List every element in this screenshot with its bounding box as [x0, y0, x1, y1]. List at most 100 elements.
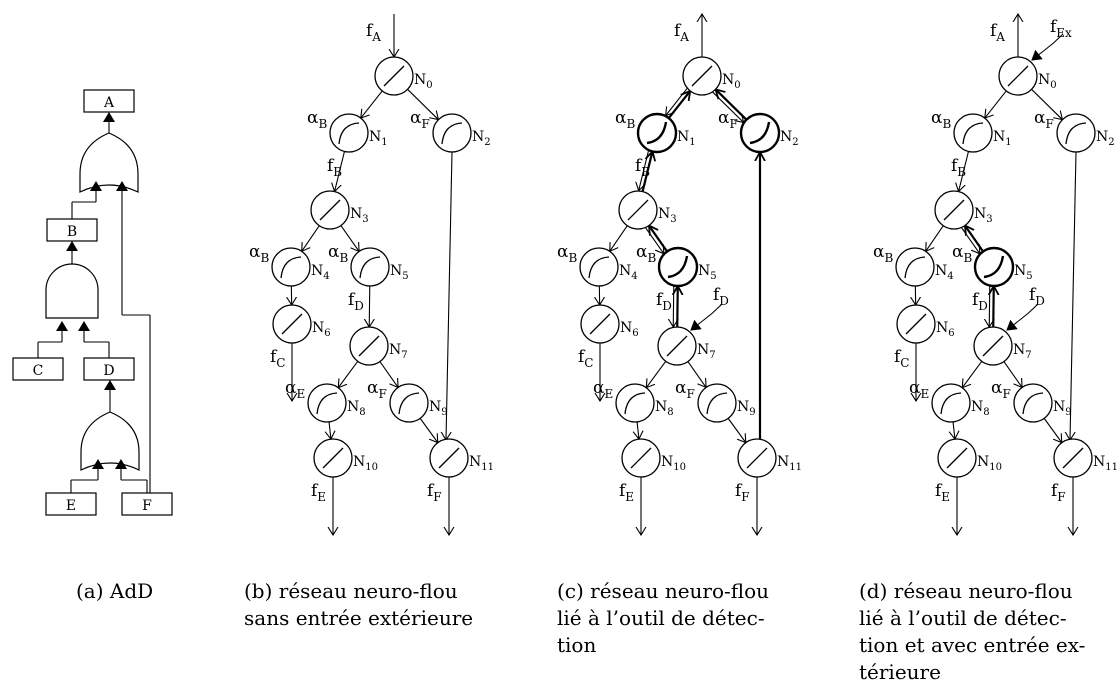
event-label-a: A — [103, 95, 115, 111]
neuron-n1 — [954, 114, 992, 152]
link-n2-n11 — [1070, 152, 1076, 440]
caption-c-line: lié à l’outil de détec- — [557, 605, 769, 632]
event-label-e: E — [66, 498, 76, 514]
label-ab-n1: αB — [931, 108, 951, 131]
link-n7-n8 — [962, 361, 981, 387]
label-ab-n5-sub: B — [339, 251, 348, 265]
label-af-n9: αF — [675, 378, 695, 401]
label-fa-sub: A — [371, 30, 381, 44]
label-af-n9: αF — [367, 378, 387, 401]
link-n3-n4 — [926, 226, 944, 252]
link-n7-n8 — [646, 361, 665, 387]
caption-b-line: (b) réseau neuro-flou — [244, 578, 473, 605]
link-fwd-n3-n5 — [646, 228, 664, 254]
neuron-n4 — [580, 248, 618, 286]
label-fd-sub: D — [354, 299, 364, 313]
link-n0-n1 — [669, 91, 690, 118]
link-n5-n7 — [993, 286, 994, 327]
neuron-label-n10: N10 — [353, 454, 378, 473]
link-fwd-n5-n7 — [989, 286, 990, 327]
label-fd-sub: D — [662, 299, 672, 313]
neuron-n2 — [741, 114, 779, 152]
neuron-n9 — [1014, 384, 1052, 422]
neuron-n5 — [975, 248, 1013, 286]
link-n7-n9 — [1004, 362, 1022, 388]
and-gate — [46, 264, 98, 318]
label-fc-sub: C — [584, 356, 593, 370]
label-af-n2-sub: F — [1045, 117, 1053, 131]
label-ff-sub: F — [433, 490, 441, 504]
neuron-label-n3: N3 — [350, 206, 369, 225]
caption-d-line: (d) réseau neuro-flou — [859, 578, 1085, 605]
neuron-label-n11: N11 — [469, 454, 494, 473]
label-af-n2: αF — [1034, 108, 1054, 131]
label-fd-ext: fD — [713, 285, 729, 308]
link-n9-n11 — [728, 418, 746, 442]
neuron-label-n1: N1 — [677, 129, 696, 148]
neuron-n5 — [351, 248, 389, 286]
neuron-label-n5: N5 — [390, 263, 409, 282]
label-af-n2-sub: F — [729, 117, 737, 131]
neuron-label-n7: N7 — [1013, 342, 1032, 361]
label-ae-n8-base: α — [909, 378, 921, 398]
label-ab-n5-base: α — [328, 242, 340, 262]
label-ab-n4-sub: B — [260, 251, 269, 265]
label-fe: fE — [619, 481, 634, 504]
label-ff: fF — [1051, 481, 1066, 504]
neuron-label-n8: N8 — [971, 399, 990, 418]
neuron-label-n0: N0 — [414, 72, 433, 91]
label-fe-sub: E — [625, 490, 634, 504]
label-fb-sub: B — [333, 165, 342, 179]
label-ff: fF — [427, 481, 442, 504]
label-ff-sub: F — [741, 490, 749, 504]
neuron-label-n10: N10 — [977, 454, 1002, 473]
label-ae-n8-sub: E — [920, 387, 929, 401]
label-fb: fB — [327, 156, 342, 179]
label-ab-n4: αB — [557, 242, 577, 265]
link-n8-n10 — [637, 422, 639, 439]
neuron-n5 — [659, 248, 697, 286]
label-ab-n4-sub: B — [568, 251, 577, 265]
event-label-f: F — [142, 498, 152, 514]
caption-d-line: lié à l’outil de détec- — [859, 605, 1085, 632]
label-af-n2-sub: F — [421, 117, 429, 131]
label-af-n2: αF — [410, 108, 430, 131]
neuron-label-n3: N3 — [658, 206, 677, 225]
label-ab-n5: αB — [328, 242, 348, 265]
label-af-n9-base: α — [675, 378, 687, 398]
neuron-n8 — [616, 384, 654, 422]
label-fa-sub: A — [995, 30, 1005, 44]
label-ab-n4-base: α — [873, 242, 885, 262]
label-ab-n5-sub: B — [963, 251, 972, 265]
link-n5-n7 — [677, 286, 678, 327]
neuron-label-n7: N7 — [697, 342, 716, 361]
neuron-label-n2: N2 — [1096, 129, 1115, 148]
label-fb: fB — [951, 156, 966, 179]
neuron-label-n5: N5 — [698, 263, 717, 282]
label-fd: fD — [656, 290, 672, 313]
label-af-n2-base: α — [410, 108, 422, 128]
label-ab-n1: αB — [307, 108, 327, 131]
neuron-n8 — [932, 384, 970, 422]
label-af-n9-sub: F — [686, 387, 694, 401]
label-fc: fC — [894, 347, 909, 370]
event-label-c: C — [33, 363, 44, 379]
label-af-n9-sub: F — [378, 387, 386, 401]
label-fe: fE — [311, 481, 326, 504]
caption-d-line: tion et avec entrée ex- — [859, 632, 1085, 659]
label-af-n2-base: α — [718, 108, 730, 128]
label-ab-n5: αB — [952, 242, 972, 265]
label-ab-n1-sub: B — [626, 117, 635, 131]
label-fc: fC — [270, 347, 285, 370]
link-n3-n5 — [649, 226, 667, 252]
neuron-n9 — [390, 384, 428, 422]
label-fd-ext-sub: D — [1035, 294, 1045, 308]
label-fe-sub: E — [941, 490, 950, 504]
neuron-label-n0: N0 — [722, 72, 741, 91]
neuron-label-n2: N2 — [780, 129, 799, 148]
neuron-label-n8: N8 — [347, 399, 366, 418]
label-ab-n1-sub: B — [318, 117, 327, 131]
label-fc: fC — [578, 347, 593, 370]
